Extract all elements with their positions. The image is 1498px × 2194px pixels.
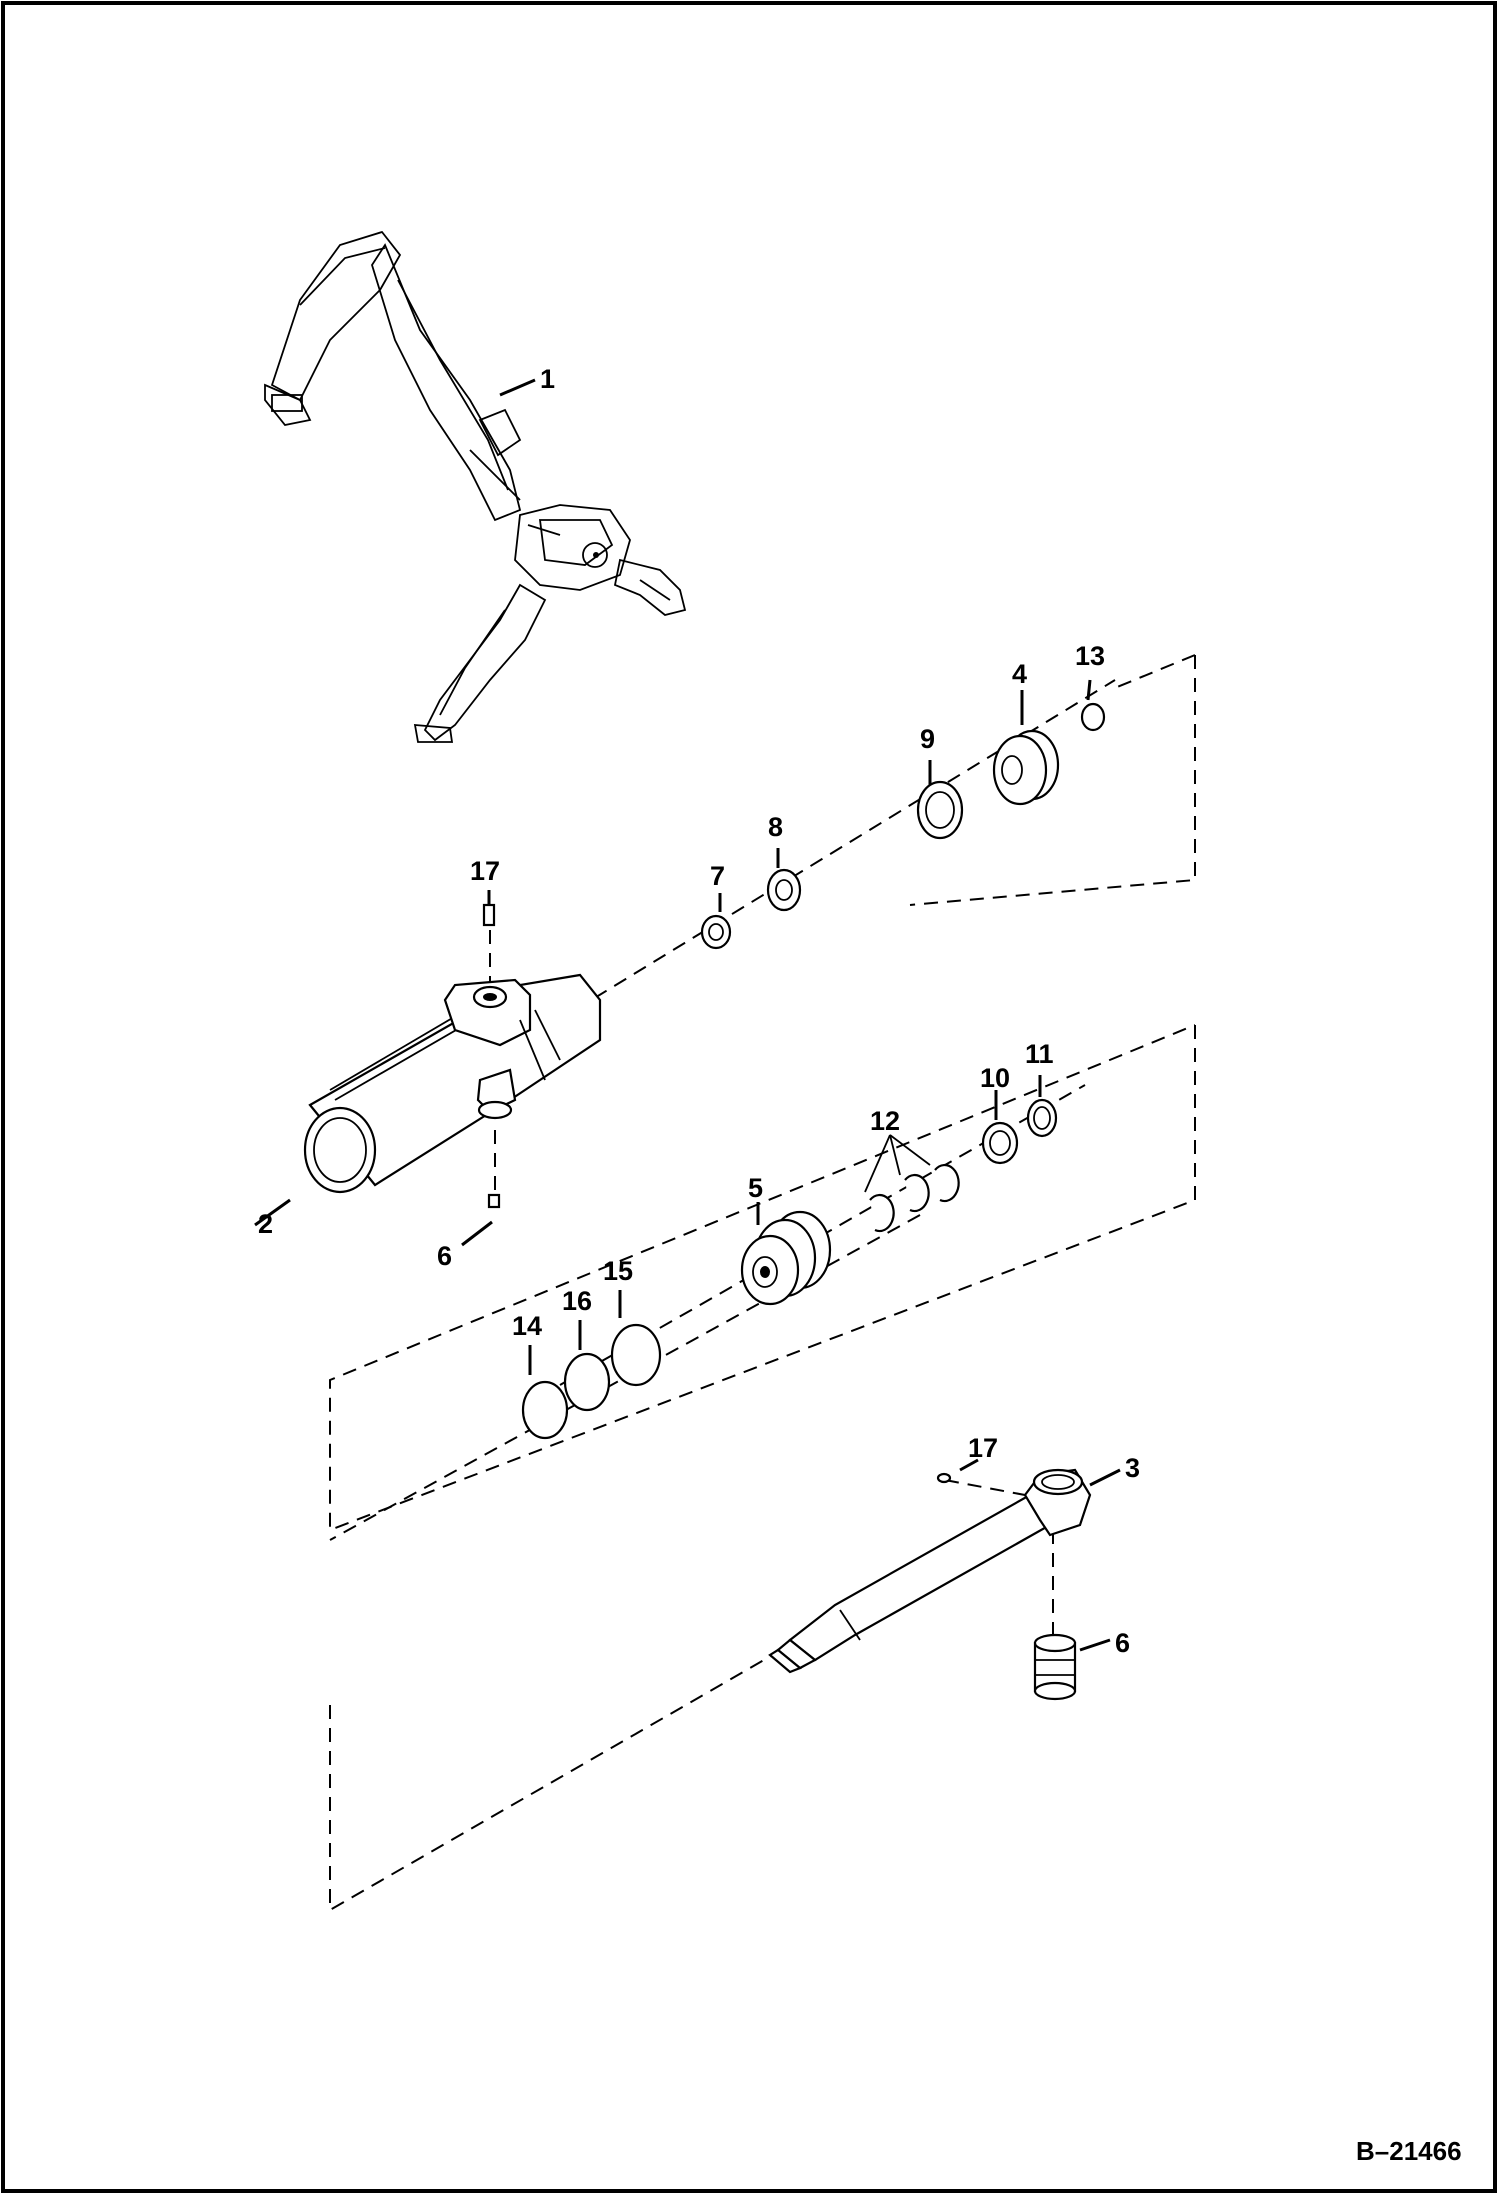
callout-16: 16	[562, 1286, 592, 1316]
leader-line-1	[499, 378, 536, 397]
leader-line-3	[1089, 1468, 1121, 1487]
leader-line-12c	[889, 1134, 931, 1166]
piston-part-4	[992, 729, 1060, 806]
callout-9: 9	[920, 724, 935, 754]
leader-line-2	[254, 1198, 291, 1227]
callout-6-lower: 6	[1115, 1628, 1130, 1658]
callout-2: 2	[258, 1209, 273, 1239]
callout-17-upper: 17	[470, 856, 500, 886]
bushing-part-6-lower	[1033, 1633, 1077, 1701]
callout-4: 4	[1012, 659, 1027, 689]
gland-part-5	[740, 1210, 832, 1306]
seal-part-11	[1026, 1098, 1058, 1138]
bushing-part-6-upper	[487, 1193, 501, 1209]
callout-5: 5	[748, 1173, 763, 1203]
document-number: B–21466	[1356, 2136, 1462, 2166]
backhoe-assembly-part-1	[264, 230, 687, 743]
o-ring-part-16	[563, 1352, 611, 1412]
callout-7: 7	[710, 861, 725, 891]
leader-line-13	[1086, 679, 1092, 701]
callout-8: 8	[768, 812, 783, 842]
o-ring-part-15	[610, 1323, 662, 1387]
lock-nut-part-7	[700, 914, 732, 950]
callout-17-lower: 17	[968, 1433, 998, 1463]
wear-ring-part-9	[916, 780, 964, 840]
callout-6-upper: 6	[437, 1241, 452, 1271]
callout-3: 3	[1125, 1453, 1140, 1483]
cylinder-barrel-part-2	[303, 973, 602, 1194]
leader-line-12a	[864, 1134, 891, 1193]
leader-line-6-lower	[1079, 1638, 1111, 1652]
callout-11: 11	[1025, 1039, 1054, 1069]
washer-part-8	[766, 868, 802, 912]
callout-14: 14	[512, 1311, 542, 1341]
piston-rod-part-3	[768, 1468, 1092, 1674]
grease-fitting-part-17-lower	[936, 1472, 952, 1484]
leader-line-12b	[889, 1134, 901, 1176]
callout-1: 1	[540, 364, 555, 394]
callout-13: 13	[1075, 641, 1105, 671]
split-rings-part-12	[869, 1163, 960, 1233]
leader-line-6-upper	[461, 1220, 493, 1247]
leader-line-17-lower	[959, 1458, 979, 1472]
ring-part-13	[1080, 702, 1106, 732]
grease-fitting-part-17-upper	[482, 890, 496, 927]
seal-part-10	[981, 1121, 1019, 1165]
callout-12: 12	[870, 1106, 900, 1136]
callout-10: 10	[980, 1063, 1010, 1093]
o-ring-part-14	[521, 1380, 569, 1440]
callout-15: 15	[603, 1256, 633, 1286]
